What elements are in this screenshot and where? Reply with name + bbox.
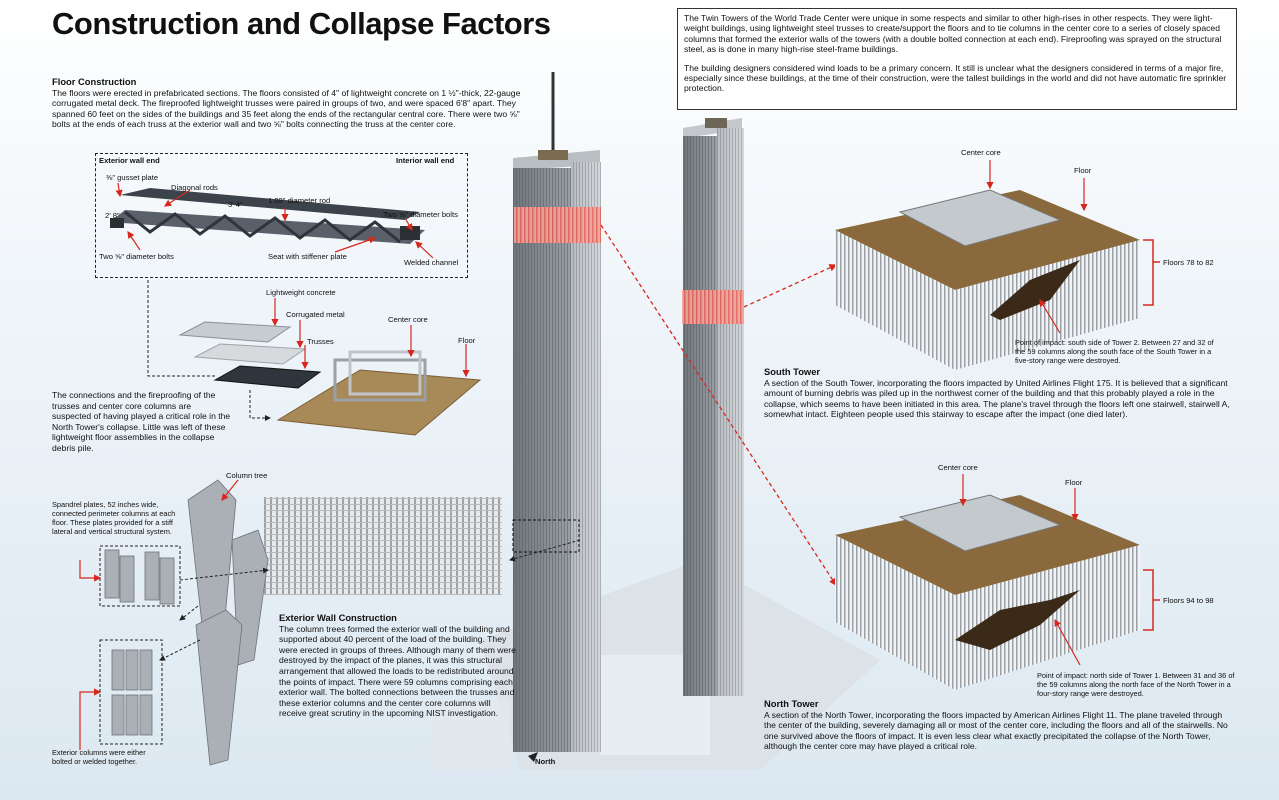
exterior-wall-heading: Exterior Wall Construction (279, 612, 397, 623)
exterior-wall-section: Exterior Wall Construction The column tr… (279, 612, 519, 719)
truss-height-label: 2' 8" (105, 211, 120, 220)
south-tower-text: A section of the South Tower, incorporat… (764, 377, 1230, 420)
south-tower-section-drawing (835, 189, 1140, 370)
floor-assembly-floor-label: Floor (458, 336, 476, 345)
intro-paragraph-2: The building designers considered wind l… (684, 62, 1227, 94)
exterior-columns-note: Exterior columns were either bolted or w… (52, 748, 146, 766)
truss-detail-drawing (110, 188, 425, 244)
north-floor-label: Floor (1065, 478, 1083, 487)
diagonal-rods-label: Diagonal rods (171, 183, 218, 192)
corrugated-metal-label: Corrugated metal (286, 310, 345, 319)
south-floors-range-label: Floors 78 to 82 (1163, 258, 1214, 267)
intro-paragraph-1: The Twin Towers of the World Trade Cente… (684, 13, 1222, 55)
truss-detail-box (95, 153, 468, 278)
south-tower-section: South Tower A section of the South Tower… (764, 366, 1234, 420)
column-tree-label: Column tree (226, 471, 268, 480)
floor-construction-text: The floors were erected in prefabricated… (52, 87, 521, 130)
dimension-3ft4in-label: 3' 4" (228, 200, 243, 209)
bolts-right-label: Two ⅝" diameter bolts (383, 210, 458, 219)
connections-note: The connections and the fireproofing of … (52, 390, 231, 453)
exterior-wall-text: The column trees formed the exterior wal… (279, 623, 516, 719)
spandrel-note: Spandrel plates, 52 inches wide, connect… (52, 500, 176, 536)
north-tower-building (512, 72, 601, 752)
north-center-core-label: Center core (938, 463, 978, 472)
south-tower-heading: South Tower (764, 366, 821, 377)
exterior-wall-grid (264, 497, 502, 595)
trusses-label: Trusses (307, 337, 334, 346)
callout-arrows (79, 160, 1088, 750)
north-impact-note: Point of impact: north side of Tower 1. … (1037, 671, 1235, 698)
floor-assembly-center-core-label: Center core (388, 315, 428, 324)
floor-construction-heading: Floor Construction (52, 76, 137, 87)
column-tree-assemblies (104, 479, 269, 766)
seat-plate-label: Seat with stiffener plate (268, 252, 347, 261)
north-arrow-icon (528, 752, 538, 762)
page-title: Construction and Collapse Factors (52, 6, 551, 41)
north-tower-heading: North Tower (764, 698, 819, 709)
south-tower-impact-zone (682, 290, 744, 324)
interior-wall-end-label: Interior wall end (396, 156, 455, 165)
welded-channel-label: Welded channel (404, 258, 459, 267)
floor-construction-section: Floor Construction The floors were erect… (52, 76, 530, 130)
floor-assembly-layers (178, 321, 482, 436)
south-impact-note: Point of impact: south side of Tower 2. … (1015, 338, 1214, 365)
south-floor-label: Floor (1074, 166, 1092, 175)
lightweight-concrete-label: Lightweight concrete (266, 288, 336, 297)
bolts-left-label: Two ⅝" diameter bolts (99, 252, 174, 261)
north-tower-impact-zone (514, 207, 601, 243)
north-tower-section: North Tower A section of the North Tower… (764, 698, 1234, 752)
north-tower-section-drawing (835, 494, 1140, 690)
north-tower-text: A section of the North Tower, incorporat… (764, 709, 1228, 752)
north-label: North (535, 757, 556, 766)
south-tower-building (682, 118, 744, 696)
exterior-wall-end-label: Exterior wall end (99, 156, 160, 165)
north-floors-range-label: Floors 94 to 98 (1163, 596, 1214, 605)
rod-diameter-label: 1.09" diameter rod (268, 196, 331, 205)
intro-box: The Twin Towers of the World Trade Cente… (677, 8, 1237, 110)
south-center-core-label: Center core (961, 148, 1001, 157)
gusset-plate-label: ⅜" gusset plate (106, 173, 159, 182)
